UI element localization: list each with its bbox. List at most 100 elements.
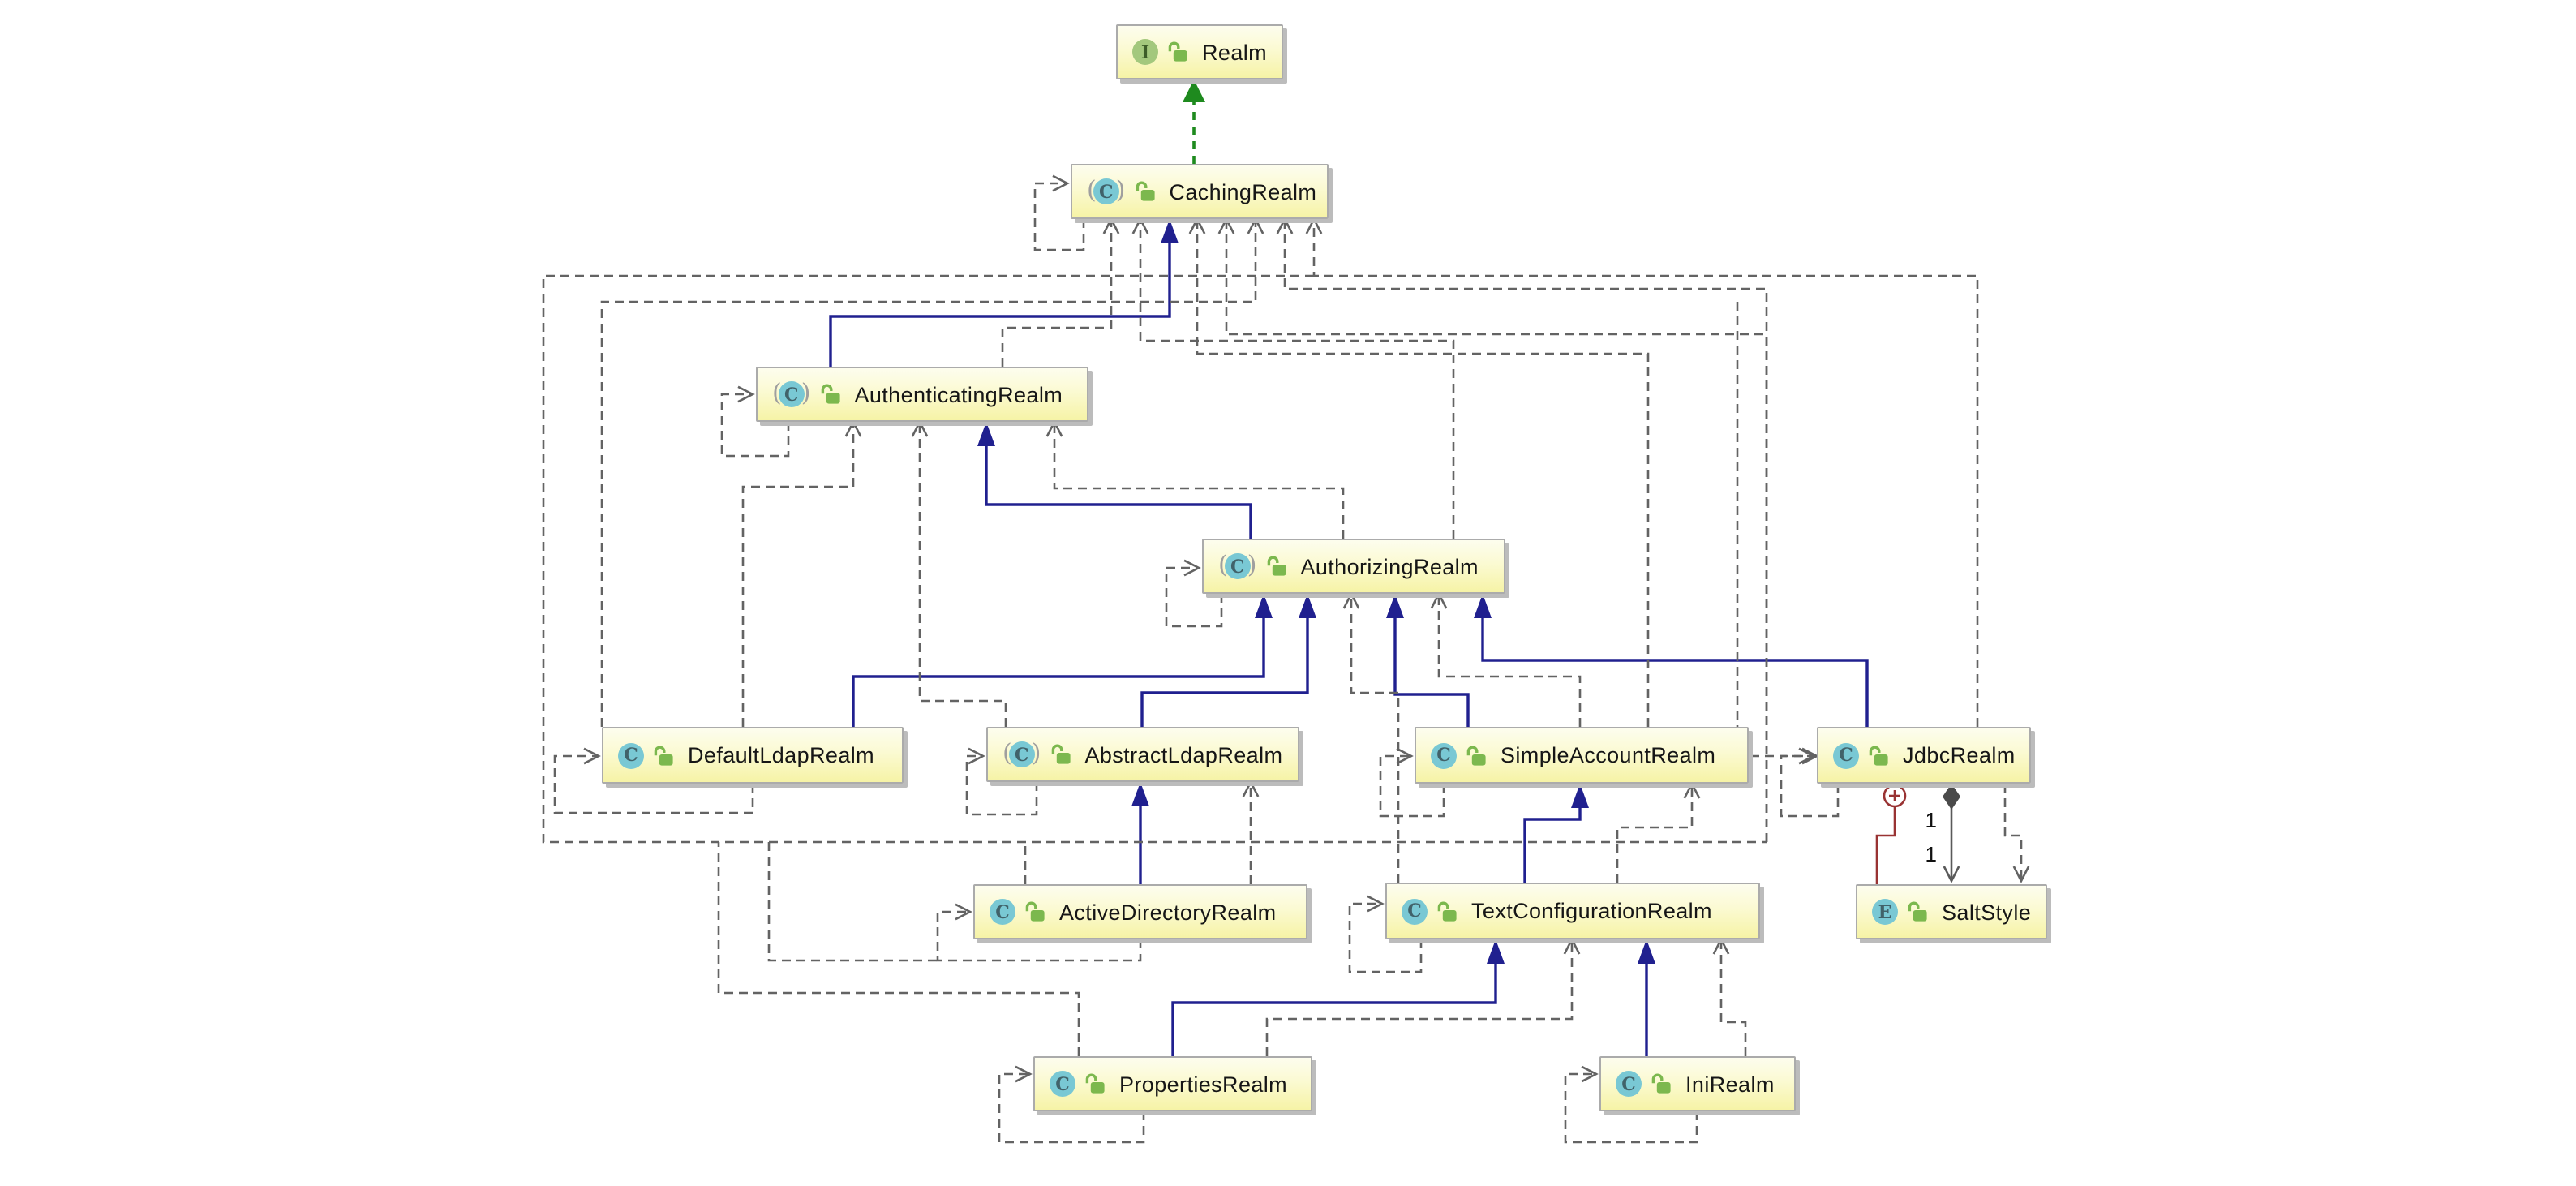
- edge-textconfiguration-extends-simpleaccount[interactable]: [1523, 784, 1589, 883]
- public-lock-icon: [1437, 900, 1457, 921]
- edge-bus-stub-step[interactable]: [767, 842, 938, 962]
- class-node-salt-style[interactable]: E SaltStyle: [1856, 884, 2047, 939]
- edge-bus-properties-left[interactable]: [717, 842, 1080, 1056]
- edge-dep-defaultldap-authenticating[interactable]: [741, 419, 862, 727]
- edge-line: [1265, 939, 1574, 1056]
- edge-self-jdbc[interactable]: [1780, 747, 1840, 818]
- public-lock-icon: [1168, 41, 1187, 62]
- abstract-paren-right: ): [1115, 175, 1126, 204]
- arrowhead-chevron: [844, 419, 862, 437]
- abstract-paren-left: (: [772, 378, 782, 407]
- public-lock-icon: [1136, 181, 1155, 201]
- enum-icon: E: [1872, 899, 1898, 925]
- edge-self-ini[interactable]: [1564, 1065, 1698, 1144]
- edge-dep-authorizing-authenticating[interactable]: [1045, 419, 1345, 539]
- arrowhead-chevron: [2012, 866, 2030, 883]
- public-lock-icon: [1051, 744, 1071, 764]
- arrowhead-chevron: [1045, 419, 1063, 437]
- abstract-paren-left: (: [1218, 550, 1228, 579]
- edge-dep-textconfiguration-authorizing[interactable]: [1342, 591, 1400, 883]
- class-node-active-directory-realm[interactable]: C ActiveDirectoryRealm: [973, 884, 1307, 939]
- class-node-default-ldap-realm[interactable]: C DefaultLdapRealm: [602, 727, 904, 784]
- edge-line: [1481, 618, 1869, 727]
- edge-dep-ini-textconfiguration[interactable]: [1712, 937, 1747, 1056]
- edge-line: [1523, 808, 1582, 883]
- class-node-authorizing-realm[interactable]: (C) AuthorizingRealm: [1202, 539, 1505, 594]
- edge-bus-left-rect[interactable]: [542, 274, 1767, 844]
- interface-icon: I: [1132, 39, 1158, 65]
- edge-line: [1171, 964, 1497, 1056]
- public-lock-icon: [1085, 1073, 1105, 1094]
- abstract-paren-left: (: [1002, 738, 1012, 767]
- class-name-label: IniRealm: [1685, 1072, 1775, 1096]
- edge-defaultldap-extends-authorizing[interactable]: [852, 594, 1273, 727]
- edge-dep-simpleaccount-caching[interactable]: [1188, 217, 1650, 727]
- class-node-caching-realm[interactable]: (C) CachingRealm: [1071, 164, 1329, 219]
- multiplicity-label: 1: [1926, 842, 1937, 866]
- edge-properties-extends-textconfiguration[interactable]: [1171, 939, 1505, 1056]
- type-letter-icon: E: [1872, 899, 1898, 925]
- edge-agg-jdbc-saltstyle[interactable]: 11: [1926, 784, 1960, 883]
- edge-self-activedirectory[interactable]: [936, 903, 1142, 962]
- edge-self-caching[interactable]: [1033, 174, 1085, 251]
- edge-line: [600, 219, 1257, 727]
- edge-self-defaultldap[interactable]: [553, 747, 754, 814]
- edge-ini-extends-textconfiguration[interactable]: [1638, 939, 1655, 1056]
- edge-authorizing-extends-authenticating[interactable]: [977, 422, 1252, 539]
- edge-self-authenticating[interactable]: [720, 385, 790, 458]
- class-node-realm[interactable]: I Realm: [1116, 24, 1283, 79]
- arrowhead-triangle: [1487, 939, 1505, 964]
- arrowhead-chevron: [1052, 174, 1070, 192]
- type-letter-icon: C: [1050, 1071, 1075, 1097]
- edge-authenticating-extends-caching[interactable]: [829, 219, 1179, 367]
- edge-line: [1165, 566, 1223, 628]
- arrowhead-triangle: [1183, 79, 1205, 102]
- edge-dep-bus-caching-2[interactable]: [1276, 217, 1768, 842]
- edge-jdbc-extends-authorizing[interactable]: [1474, 594, 1869, 727]
- edge-self-simpleaccount[interactable]: [1379, 747, 1445, 818]
- class-node-jdbc-realm[interactable]: C JdbcRealm: [1817, 727, 2031, 784]
- edge-self-textconfiguration[interactable]: [1348, 895, 1423, 973]
- edge-dep-jdbc-caching[interactable]: [1305, 217, 1979, 727]
- edge-line: [1350, 594, 1400, 883]
- edge-abstractldap-extends-authorizing[interactable]: [1140, 594, 1316, 727]
- class-node-simple-account-realm[interactable]: C SimpleAccountRealm: [1415, 727, 1749, 784]
- arrowhead-chevron: [1712, 937, 1730, 955]
- class-node-properties-realm[interactable]: C PropertiesRealm: [1033, 1056, 1312, 1111]
- edge-dep-activedirectory-abstractldap[interactable]: [1242, 780, 1260, 884]
- edge-dep-bus-jdbc[interactable]: [1736, 302, 1819, 765]
- edge-caching-implements-realm[interactable]: [1183, 79, 1205, 164]
- edge-dep-abstractldap-authenticating[interactable]: [911, 419, 1007, 727]
- class-node-text-configuration-realm[interactable]: C TextConfigurationRealm: [1385, 883, 1760, 939]
- class-name-label: SimpleAccountRealm: [1501, 743, 1716, 767]
- edge-self-abstractldap[interactable]: [965, 747, 1038, 816]
- arrowhead-chevron: [1217, 217, 1235, 234]
- edge-dep-textconfiguration-simpleaccount[interactable]: [1616, 781, 1701, 883]
- edge-dep-defaultldap-bus-caching[interactable]: [600, 217, 1264, 727]
- edge-dep-properties-textconfiguration[interactable]: [1265, 937, 1581, 1056]
- arrowhead-chevron: [968, 747, 985, 765]
- abstract-class-icon: (C): [1218, 550, 1256, 579]
- edge-inner-jdbc-saltstyle[interactable]: [1875, 784, 1907, 884]
- type-letter-icon: C: [618, 742, 644, 768]
- type-letter-icon: C: [1224, 553, 1251, 579]
- class-name-label: ActiveDirectoryRealm: [1059, 900, 1277, 924]
- edge-line: [936, 910, 1142, 962]
- edge-activedirectory-extends-abstractldap[interactable]: [1131, 782, 1149, 884]
- class-name-label: PropertiesRealm: [1119, 1072, 1288, 1096]
- edge-dep-authorizing-caching[interactable]: [1131, 217, 1455, 539]
- edge-line: [829, 243, 1171, 367]
- edge-self-authorizing[interactable]: [1165, 559, 1223, 628]
- arrowhead-triangle: [1255, 594, 1273, 618]
- class-node-authenticating-realm[interactable]: (C) AuthenticatingRealm: [756, 367, 1088, 422]
- edge-dep-simpleaccount-authorizing[interactable]: [1430, 591, 1582, 727]
- class-name-label: SaltStyle: [1942, 900, 2032, 924]
- class-node-ini-realm[interactable]: C IniRealm: [1599, 1056, 1796, 1111]
- edge-dep-authenticating-caching[interactable]: [1001, 217, 1120, 367]
- edge-self-properties[interactable]: [998, 1065, 1145, 1144]
- class-node-abstract-ldap-realm[interactable]: (C) AbstractLdapRealm: [986, 727, 1299, 782]
- abstract-class-icon: (C): [1087, 175, 1126, 204]
- edge-simpleaccount-extends-authorizing[interactable]: [1386, 594, 1470, 727]
- edge-dep-jdbc-saltstyle[interactable]: [2003, 784, 2030, 883]
